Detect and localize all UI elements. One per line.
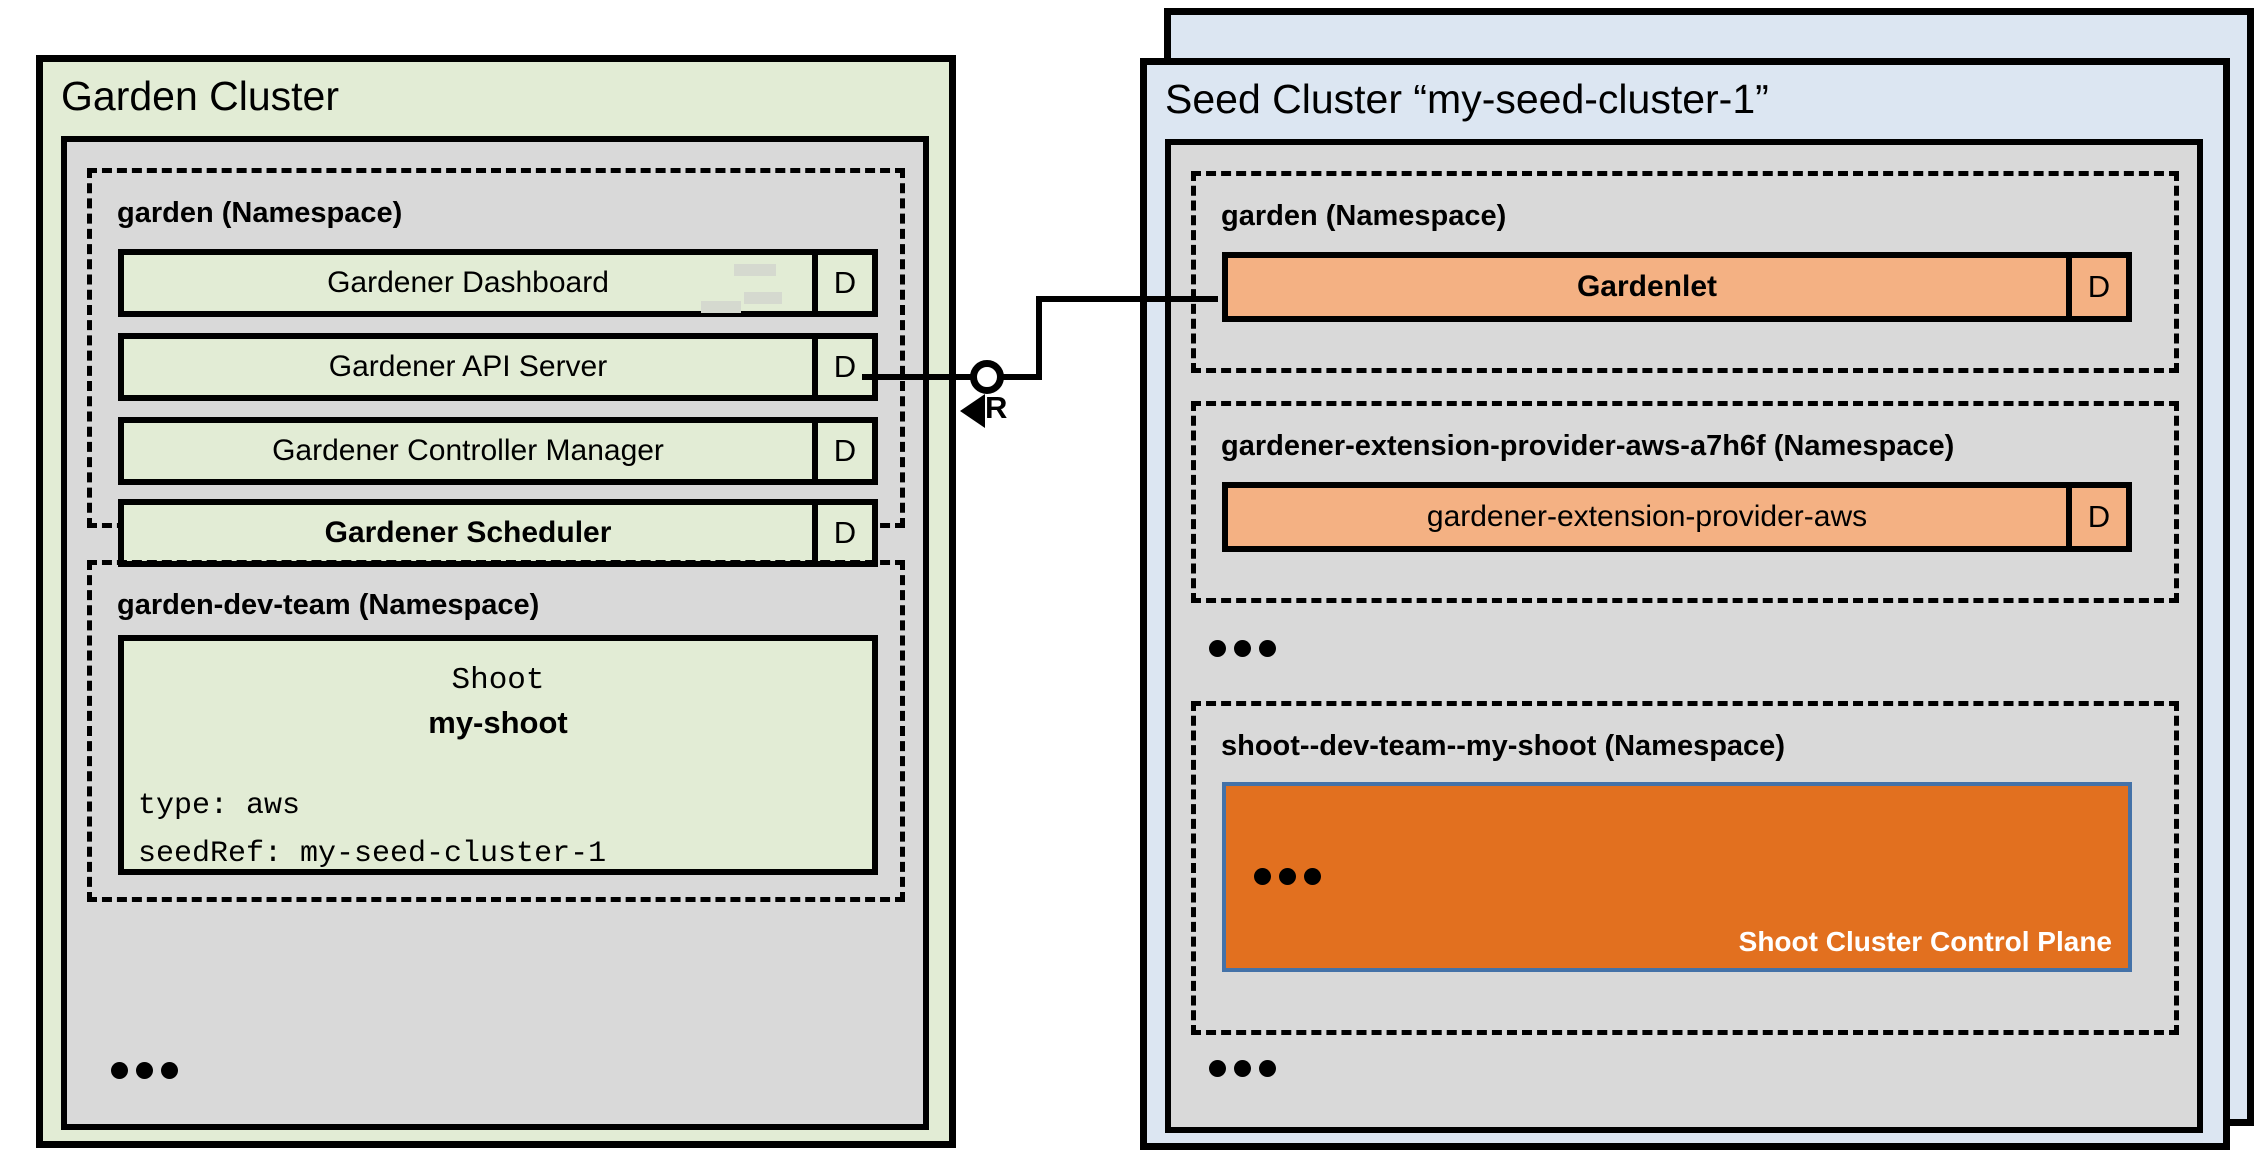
shoot-spec-seedref: seedRef: my-seed-cluster-1 <box>138 836 607 871</box>
seed-cluster-panel: garden (Namespace) Gardenlet D gardener-… <box>1165 139 2203 1133</box>
deployment-badge: D <box>812 255 872 311</box>
garden-cluster: Garden Cluster garden (Namespace) Garden… <box>36 55 956 1148</box>
seed-cluster-title: Seed Cluster “my-seed-cluster-1” <box>1165 76 1769 122</box>
control-plane-more-indicator <box>1254 868 1321 885</box>
seed-panel-more-indicator-bottom <box>1209 1060 1276 1077</box>
garden-dev-team-namespace: garden-dev-team (Namespace) Shoot my-sho… <box>87 560 905 902</box>
shoot-resource-card[interactable]: Shoot my-shoot type: aws seedRef: my-see… <box>118 635 878 875</box>
control-plane-caption: Shoot Cluster Control Plane <box>1738 926 2112 957</box>
garden-cluster-panel: garden (Namespace) Gardener Dashboard D … <box>61 136 929 1130</box>
deployment-badge: D <box>812 339 872 395</box>
component-gardener-dashboard[interactable]: Gardener Dashboard D <box>118 249 878 317</box>
component-gardener-extension-provider-aws[interactable]: gardener-extension-provider-aws D <box>1222 482 2132 552</box>
deployment-badge: D <box>812 505 872 561</box>
component-gardener-controller-manager[interactable]: Gardener Controller Manager D <box>118 417 878 485</box>
seed-extension-provider-namespace-title: gardener-extension-provider-aws-a7h6f (N… <box>1221 430 1955 462</box>
artifact-mark <box>701 301 741 313</box>
deployment-badge: D <box>812 423 872 479</box>
connector-segment-right <box>1036 296 1218 302</box>
artifact-mark <box>734 264 776 276</box>
provided-interface-socket-icon <box>970 360 1004 394</box>
seed-garden-namespace-title: garden (Namespace) <box>1221 200 1507 232</box>
component-gardenlet[interactable]: Gardenlet D <box>1222 252 2132 322</box>
component-label: Gardener Controller Manager <box>272 434 664 467</box>
shoot-cluster-control-plane[interactable]: Shoot Cluster Control Plane <box>1222 782 2132 972</box>
shoot-spec-type: type: aws <box>138 789 301 824</box>
seed-shoot-namespace-title: shoot--dev-team--my-shoot (Namespace) <box>1221 730 1785 762</box>
component-gardener-api-server[interactable]: Gardener API Server D <box>118 333 878 401</box>
component-label: Gardenlet <box>1576 270 1718 303</box>
shoot-name: my-shoot <box>428 704 568 740</box>
connector-arrow-icon <box>960 394 985 428</box>
artifact-mark <box>744 292 782 304</box>
connector-segment-vertical <box>1036 296 1042 380</box>
garden-namespace: garden (Namespace) Gardener Dashboard D … <box>87 168 905 567</box>
seed-panel-more-indicator-middle <box>1209 640 1276 657</box>
seed-extension-provider-namespace: gardener-extension-provider-aws-a7h6f (N… <box>1191 401 2179 603</box>
garden-panel-more-indicator <box>111 1062 178 1079</box>
connector-segment-stub <box>978 374 1040 380</box>
component-label: Gardener API Server <box>328 350 608 383</box>
deployment-badge: D <box>2066 258 2126 316</box>
component-label: Gardener Dashboard <box>327 266 609 299</box>
garden-namespace-title: garden (Namespace) <box>117 197 403 229</box>
garden-cluster-title: Garden Cluster <box>61 73 340 119</box>
component-label: gardener-extension-provider-aws <box>1426 500 1868 533</box>
seed-shoot-namespace: shoot--dev-team--my-shoot (Namespace) Sh… <box>1191 701 2179 1035</box>
seed-cluster: Seed Cluster “my-seed-cluster-1” garden … <box>1140 58 2230 1150</box>
shoot-kind: Shoot <box>451 663 545 698</box>
deployment-badge: D <box>2066 488 2126 546</box>
connector-segment-left <box>862 374 984 380</box>
component-gardener-scheduler[interactable]: Gardener Scheduler D <box>118 499 878 567</box>
component-label: Gardener Scheduler <box>324 516 612 549</box>
seed-garden-namespace: garden (Namespace) Gardenlet D <box>1191 171 2179 373</box>
connector-label: R <box>985 390 1008 425</box>
garden-dev-team-namespace-title: garden-dev-team (Namespace) <box>117 589 540 621</box>
